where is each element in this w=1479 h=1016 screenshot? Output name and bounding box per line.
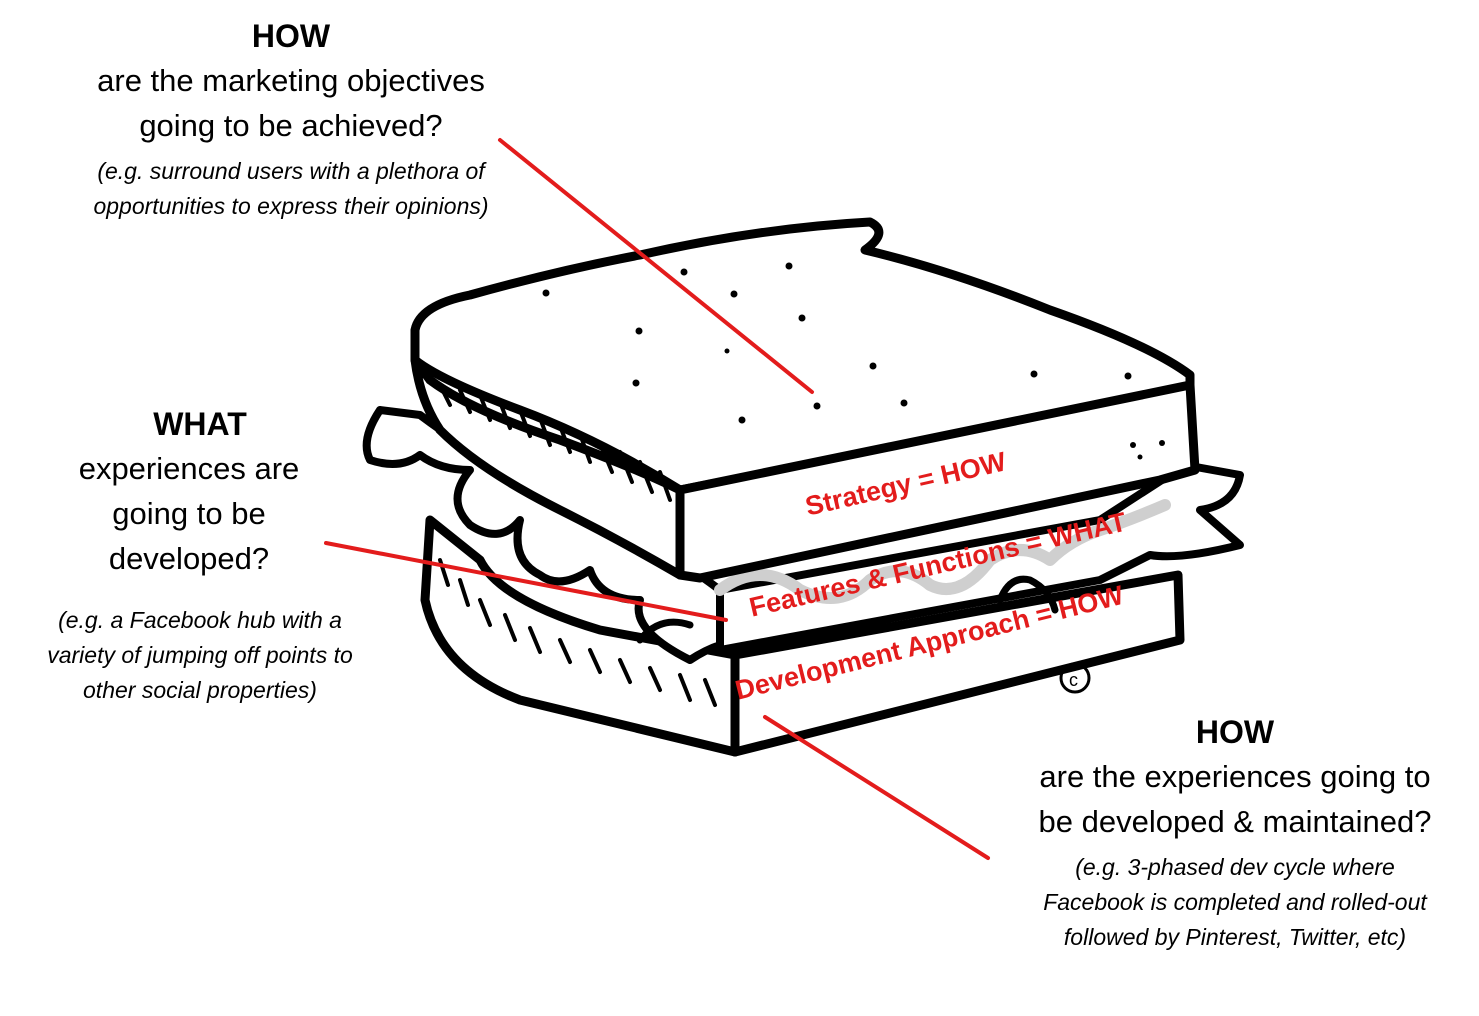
connector-development	[763, 715, 990, 860]
middle-left-callout: WHAT experiences are going to be develop…	[10, 402, 390, 708]
middle-left-question-line-2: going to be	[112, 496, 266, 531]
top-left-callout: HOW are the marketing objectives going t…	[50, 14, 532, 224]
middle-left-example-line-3: other social properties)	[83, 677, 317, 703]
middle-left-example-line-1: (e.g. a Facebook hub with a	[58, 607, 342, 633]
crust-hatch-bottom	[438, 558, 717, 707]
bottom-right-example-line-2: Facebook is completed and rolled-out	[1043, 889, 1427, 915]
connector-strategy	[498, 138, 814, 394]
bottom-right-example-line-3: followed by Pinterest, Twitter, etc)	[1063, 924, 1407, 950]
copyright-letter: c	[1069, 670, 1078, 690]
bottom-right-callout: HOW are the experiences going to be deve…	[995, 710, 1475, 955]
lettuce-right	[716, 461, 1244, 654]
middle-left-question-line-3: developed?	[108, 541, 270, 576]
bread-speckles	[542, 262, 1165, 460]
top-left-heading: HOW	[251, 18, 331, 54]
bottom-right-heading: HOW	[1195, 714, 1275, 750]
crust-hatch-top	[438, 383, 672, 502]
lettuce-bite-2	[636, 618, 694, 644]
bottom-right-question-line-1: are the experiences going to	[1039, 759, 1431, 794]
connector-features	[324, 541, 728, 622]
bottom-bread-front	[730, 570, 1185, 757]
bottom-right-example-line-1: (e.g. 3-phased dev cycle where	[1075, 854, 1395, 880]
top-left-question-line-1: are the marketing objectives	[97, 63, 485, 98]
top-bread-side	[410, 355, 685, 580]
top-left-question-line-2: going to be achieved?	[139, 108, 443, 143]
lettuce-bite	[996, 575, 1059, 614]
lettuce-wave	[714, 499, 1171, 604]
bottom-right-question-line-2: be developed & maintained?	[1038, 804, 1432, 839]
middle-left-example-line-2: variety of jumping off points to	[47, 642, 353, 668]
copyright-circle	[1059, 662, 1091, 694]
top-left-example-line-1: (e.g. surround users with a plethora of	[97, 158, 485, 184]
top-bread-front	[675, 380, 1200, 583]
middle-left-question-line-1: experiences are	[78, 451, 300, 486]
top-left-example-line-2: opportunities to express their opinions)	[93, 193, 489, 219]
middle-left-heading: WHAT	[153, 406, 247, 442]
